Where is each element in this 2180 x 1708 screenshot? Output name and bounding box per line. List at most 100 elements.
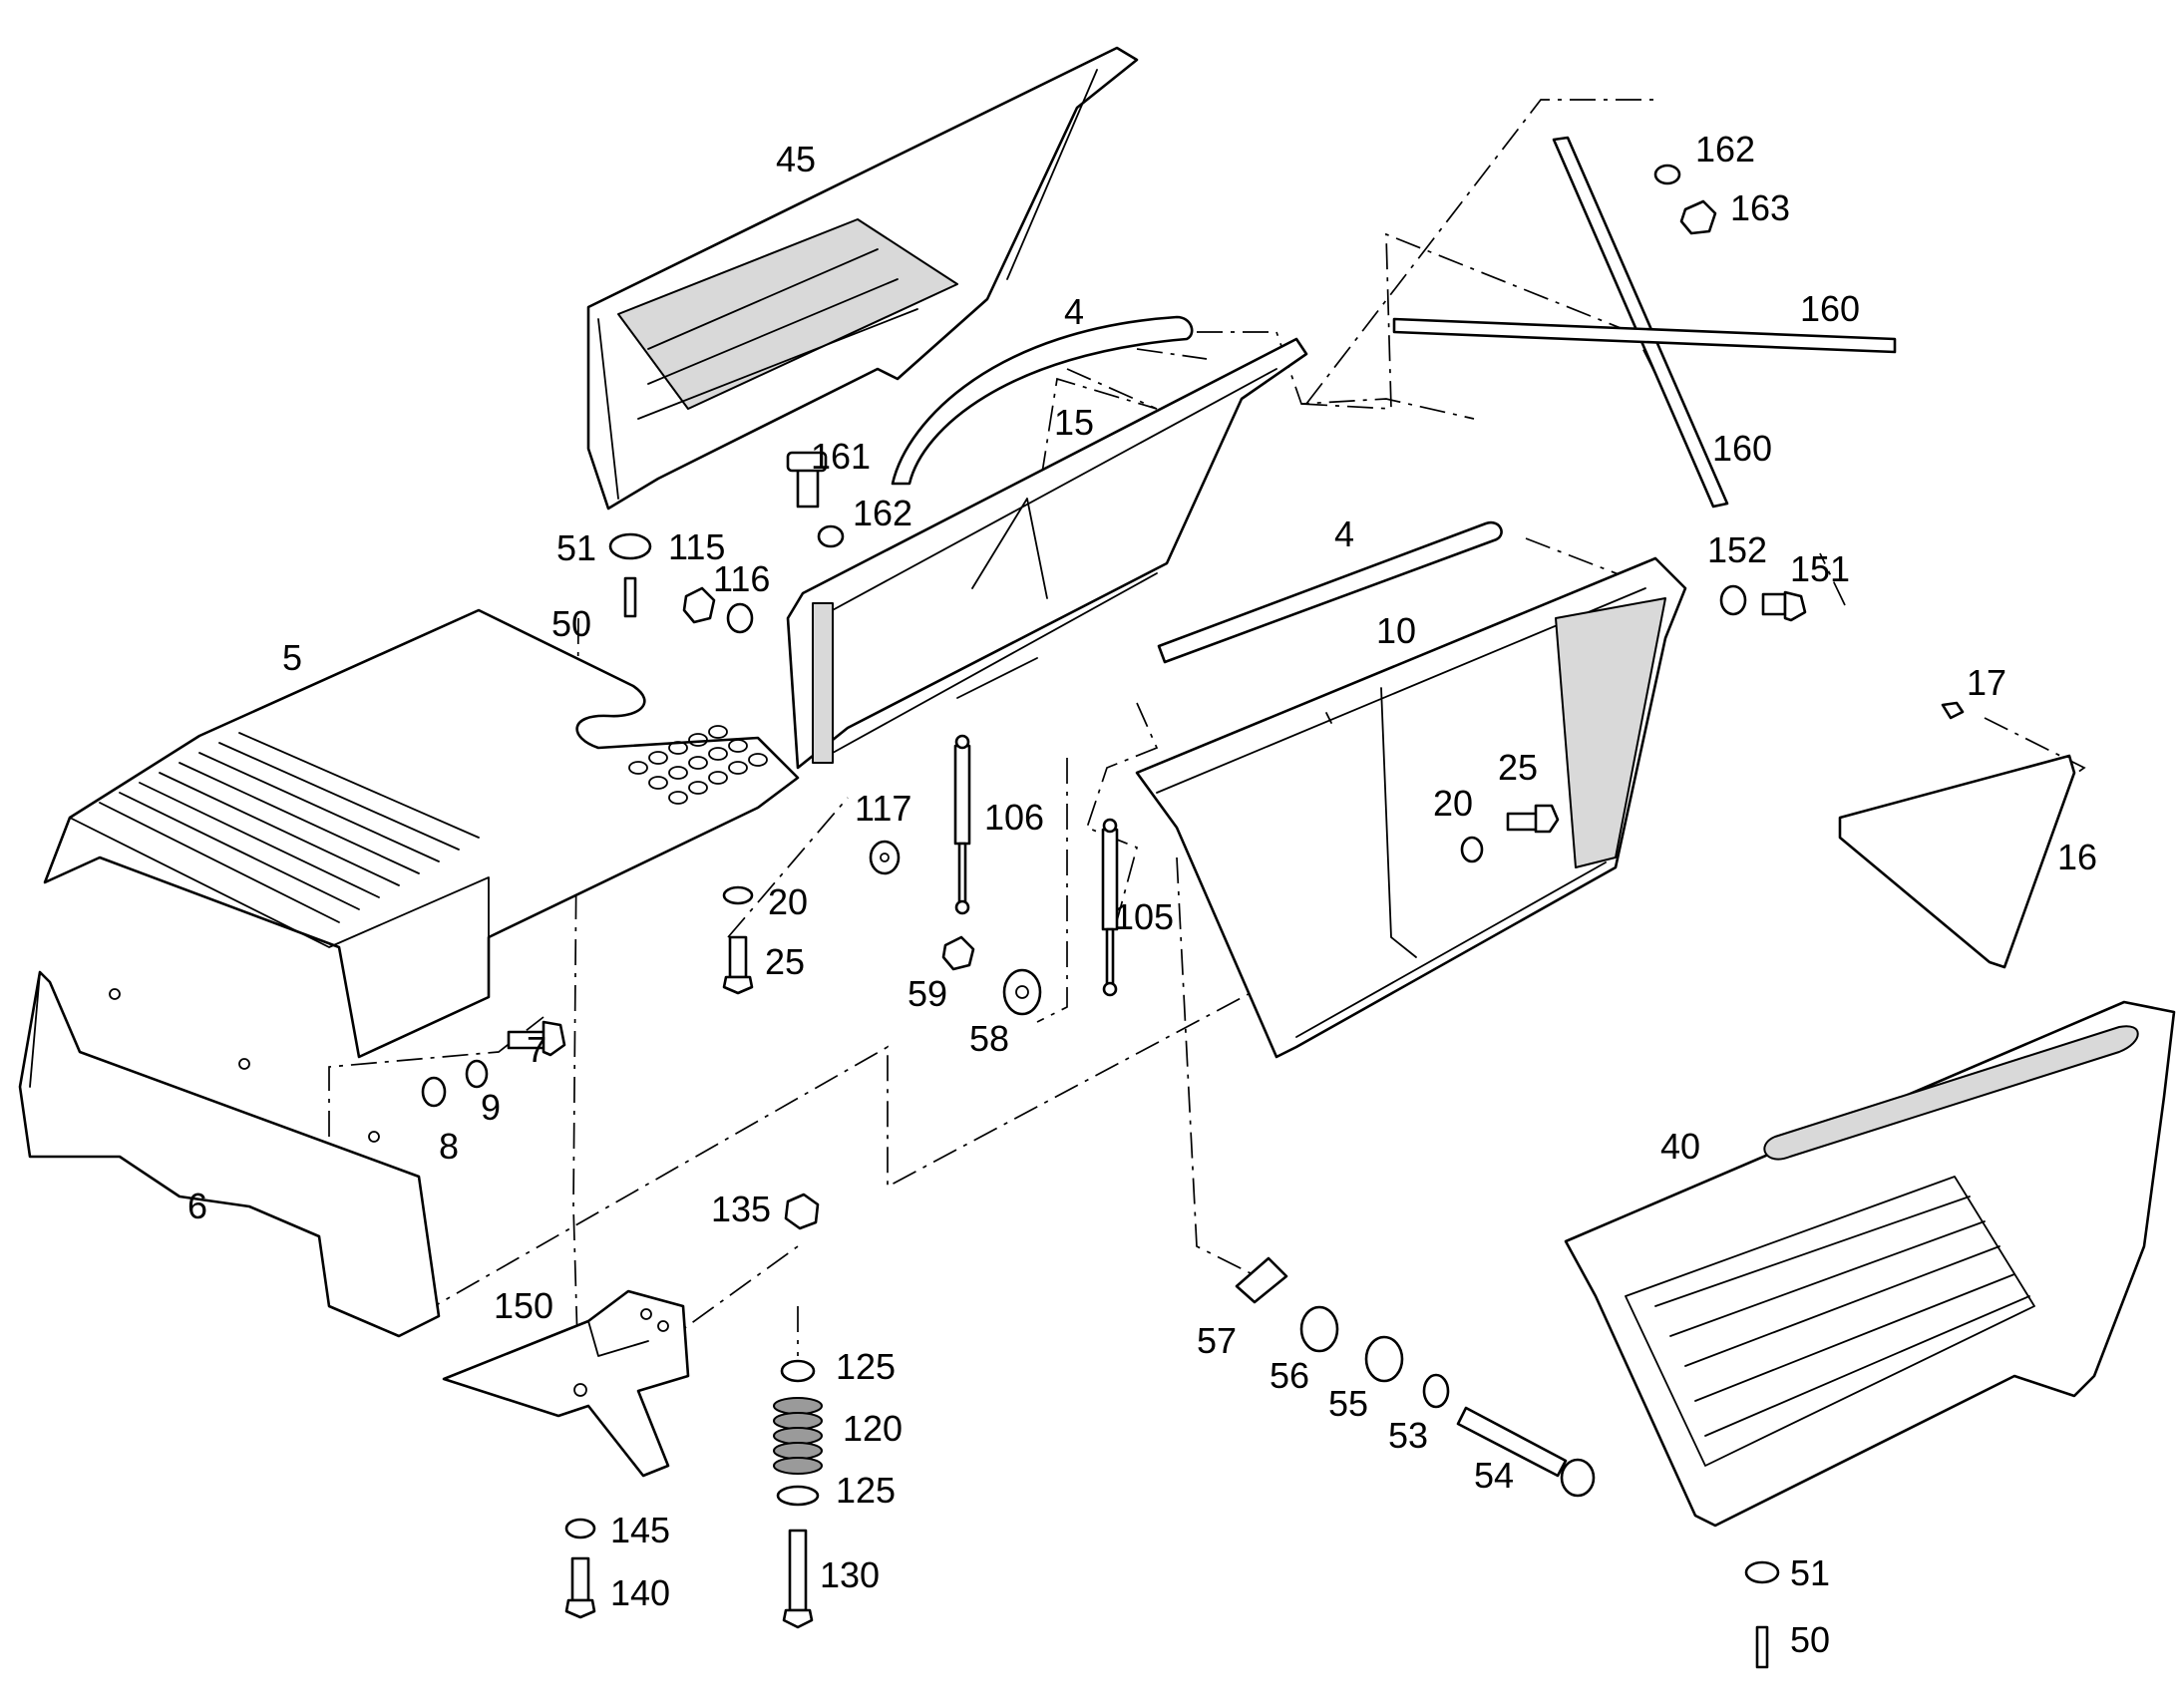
part-106-gas-spring	[953, 734, 971, 915]
part-145-washer	[564, 1518, 596, 1539]
callout-160-right: 160	[1800, 288, 1860, 329]
part-160-brace-a	[1552, 136, 1729, 509]
part-130-bolt	[782, 1529, 814, 1629]
part-40-side-cover	[1564, 1000, 2176, 1528]
callout-50-upper: 50	[551, 603, 591, 644]
part-125-washer-b	[776, 1485, 820, 1507]
part-161-bolt	[786, 451, 828, 509]
part-45-upper-cover	[586, 46, 1139, 511]
callout-161: 161	[811, 436, 871, 477]
callout-125-upper: 125	[836, 1346, 896, 1387]
callout-57: 57	[1197, 1320, 1237, 1361]
part-20-washer-b	[1460, 836, 1484, 863]
part-56-bushing	[1299, 1305, 1339, 1353]
perforated-area	[628, 725, 768, 805]
part-151-bolt	[1761, 590, 1807, 622]
callout-9: 9	[481, 1087, 501, 1128]
callout-50-lower: 50	[1790, 1619, 1830, 1660]
part-160-brace-b	[1392, 317, 1897, 354]
callout-5: 5	[282, 637, 302, 678]
part-6-side-panel	[18, 970, 441, 1338]
callout-25-left: 25	[765, 941, 805, 982]
part-135-nut	[784, 1193, 820, 1230]
callout-17: 17	[1967, 662, 2006, 703]
part-115-nut	[682, 586, 716, 624]
part-50-screw-b	[1755, 1625, 1769, 1669]
callout-162-upper: 162	[1695, 129, 1755, 170]
callout-163: 163	[1730, 187, 1790, 228]
callout-45: 45	[776, 139, 816, 179]
callout-145: 145	[610, 1510, 670, 1550]
callout-15: 15	[1054, 402, 1094, 443]
part-25-bolt-b	[1506, 804, 1560, 834]
part-55-bushing	[1364, 1335, 1404, 1383]
callout-152: 152	[1707, 529, 1767, 570]
callout-25-right: 25	[1498, 747, 1538, 788]
part-7-bolt	[507, 1020, 566, 1057]
callout-54: 54	[1474, 1455, 1514, 1496]
part-4-seal-upper	[891, 315, 1194, 486]
part-5-grille-panel	[43, 608, 800, 1059]
callout-150: 150	[494, 1285, 553, 1326]
callout-40: 40	[1660, 1126, 1700, 1167]
callout-130: 130	[820, 1554, 880, 1595]
callout-140: 140	[610, 1572, 670, 1613]
part-162-washer-b	[1653, 164, 1681, 185]
part-20-washer-a	[722, 885, 754, 905]
part-4-seal-lower	[1157, 520, 1503, 664]
part-120-spring	[773, 1397, 823, 1475]
callout-116: 116	[713, 558, 770, 599]
callout-10: 10	[1376, 610, 1416, 651]
part-117-washer	[869, 840, 901, 875]
part-58-bumper	[1002, 968, 1042, 1016]
callout-106: 106	[984, 797, 1044, 838]
callout-160-lower: 160	[1712, 428, 1772, 469]
callout-58: 58	[969, 1018, 1009, 1059]
callout-4-lower: 4	[1334, 513, 1354, 554]
callout-8: 8	[439, 1126, 459, 1167]
part-152-washer	[1719, 584, 1747, 616]
grille-slats	[99, 732, 480, 923]
part-51-washer-b	[1744, 1560, 1780, 1584]
part-50-screw-a	[623, 576, 637, 618]
part-116-washer	[726, 602, 754, 634]
callout-20-right: 20	[1433, 783, 1473, 824]
part-10-door-frame	[1135, 556, 1687, 1059]
callout-56: 56	[1270, 1355, 1309, 1396]
callout-162-lower: 162	[853, 493, 912, 533]
callout-labels: 45 4 15 161 162 162 163 160 160 51 50 11…	[187, 129, 2097, 1660]
part-53-washer	[1422, 1373, 1450, 1409]
callout-4-upper: 4	[1064, 291, 1084, 332]
callout-51-lower: 51	[1790, 1552, 1830, 1593]
part-16-cover-plate	[1838, 754, 2076, 969]
part-163-nut	[1679, 199, 1717, 235]
callout-6: 6	[187, 1186, 207, 1226]
part-9-washer	[465, 1059, 489, 1089]
callout-135: 135	[711, 1189, 771, 1229]
callout-151: 151	[1790, 548, 1850, 589]
part-17-screw	[1941, 701, 1965, 720]
part-25-bolt-a	[722, 935, 754, 995]
part-105-gas-spring	[1101, 818, 1119, 997]
callout-105: 105	[1114, 896, 1174, 937]
callout-59: 59	[908, 973, 947, 1014]
callout-7: 7	[527, 1029, 546, 1070]
part-162-washer-a	[817, 524, 845, 548]
callout-53: 53	[1388, 1415, 1428, 1456]
callout-20-left: 20	[768, 881, 808, 922]
part-51-washer-a	[608, 532, 652, 560]
part-125-washer-a	[780, 1359, 816, 1383]
part-150-bracket	[442, 1289, 690, 1478]
callout-125-lower: 125	[836, 1470, 896, 1511]
callout-16: 16	[2057, 837, 2097, 877]
callout-55: 55	[1328, 1383, 1368, 1424]
part-59-nut	[941, 935, 975, 971]
part-140-bolt	[564, 1556, 596, 1619]
callout-115: 115	[668, 526, 725, 567]
part-8-washer	[421, 1076, 447, 1108]
part-54-bolt	[1456, 1406, 1596, 1498]
callout-51-upper: 51	[556, 527, 596, 568]
part-15-door-frame	[786, 337, 1308, 770]
callout-120: 120	[843, 1408, 903, 1449]
